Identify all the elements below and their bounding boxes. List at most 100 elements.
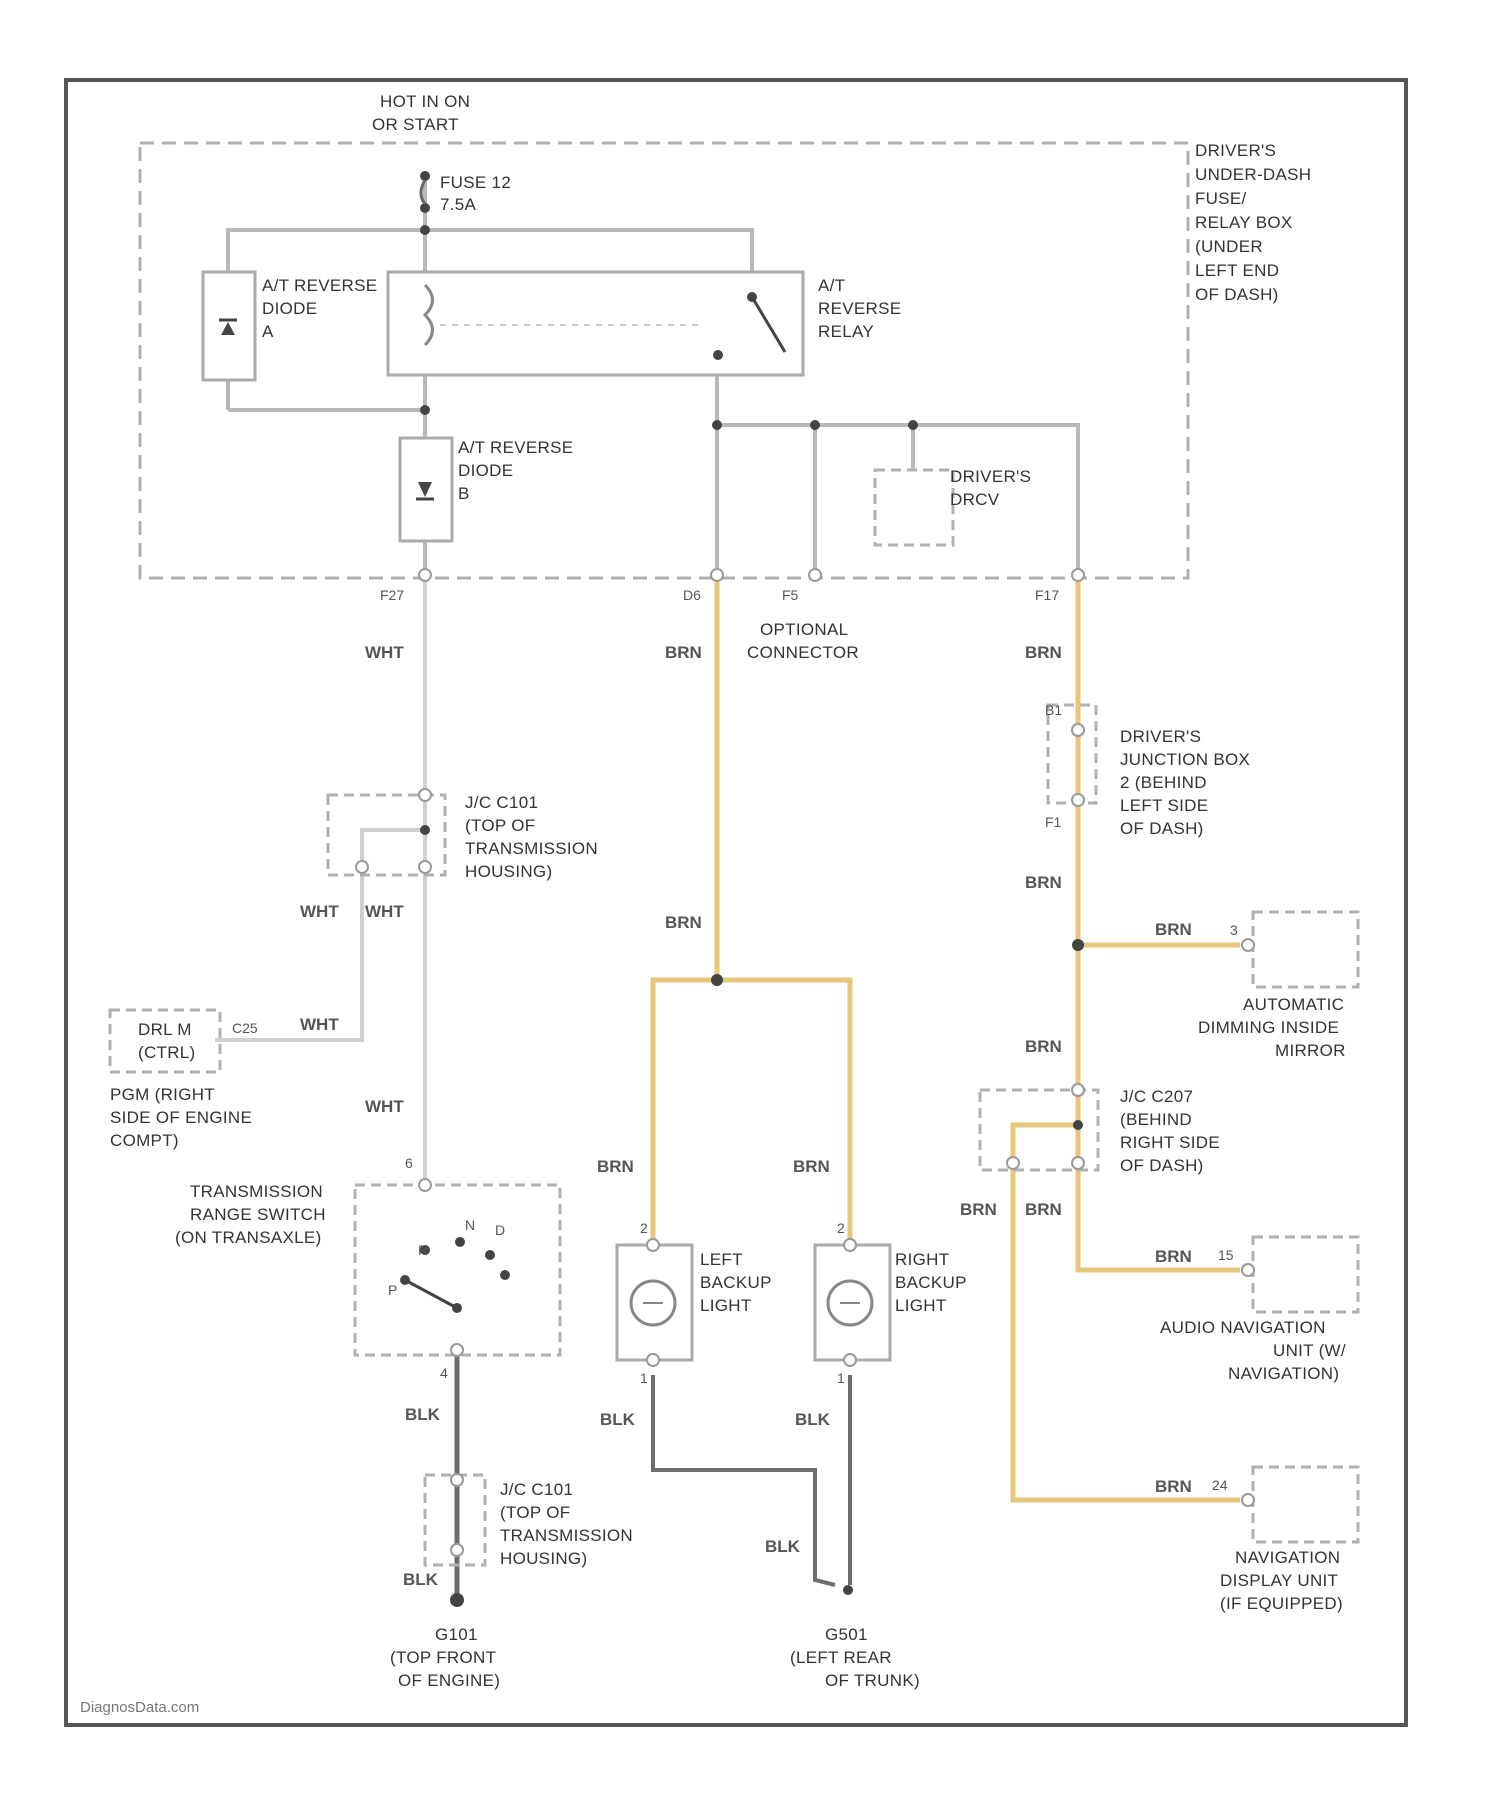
wire-color-brn-1: BRN (665, 643, 702, 662)
pin-f1: F1 (1045, 814, 1062, 830)
audio-nav-pin-connector (1242, 1264, 1254, 1276)
svg-text:REVERSE: REVERSE (818, 299, 901, 318)
svg-text:OF DASH): OF DASH) (1195, 285, 1279, 304)
svg-text:LIGHT: LIGHT (700, 1296, 752, 1315)
wire-color-brn-3: BRN (665, 913, 702, 932)
svg-text:B: B (458, 484, 470, 503)
power-source-line1: HOT IN ON (380, 92, 470, 111)
power-source-line2: OR START (372, 115, 459, 134)
svg-text:A/T: A/T (818, 276, 845, 295)
audio-nav-label: AUDIO NAVIGATION UNIT (W/ NAVIGATION) (1160, 1318, 1346, 1383)
svg-text:(TOP FRONT: (TOP FRONT (390, 1648, 496, 1667)
range-switch-label: TRANSMISSION RANGE SWITCH (ON TRANSAXLE) (175, 1182, 326, 1247)
wire-color-wht-1: WHT (365, 643, 404, 662)
right-backup-pin-2: 2 (837, 1220, 845, 1236)
left-backup-light (617, 1239, 692, 1366)
svg-text:UNDER-DASH: UNDER-DASH (1195, 165, 1311, 184)
wire-color-brn-9: BRN (960, 1200, 997, 1219)
wire-brn-nav-display (1013, 1125, 1240, 1500)
svg-text:DRL M: DRL M (138, 1020, 192, 1039)
pgm-location-label: PGM (RIGHT SIDE OF ENGINE COMPT) (110, 1085, 252, 1150)
svg-text:(LEFT REAR: (LEFT REAR (790, 1648, 892, 1667)
svg-text:OF ENGINE): OF ENGINE) (398, 1671, 500, 1690)
jc-c101-top-label: J/C C101 (TOP OF TRANSMISSION HOUSING) (465, 793, 598, 881)
svg-text:DIODE: DIODE (458, 461, 513, 480)
audio-nav-pin-15: 15 (1218, 1247, 1234, 1263)
svg-text:DIODE: DIODE (262, 299, 317, 318)
svg-text:HOUSING): HOUSING) (500, 1549, 587, 1568)
wire-brn-right-backup (717, 980, 850, 1245)
mirror-pin-3: 3 (1230, 922, 1238, 938)
svg-text:JUNCTION BOX: JUNCTION BOX (1120, 750, 1250, 769)
wire-color-brn-10: BRN (1025, 1200, 1062, 1219)
svg-text:FUSE/: FUSE/ (1195, 189, 1247, 208)
svg-text:(CTRL): (CTRL) (138, 1043, 196, 1062)
jc-c101-bottom-label: J/C C101 (TOP OF TRANSMISSION HOUSING) (500, 1480, 633, 1568)
svg-text:RIGHT: RIGHT (895, 1250, 949, 1269)
left-backup-label: LEFT BACKUP LIGHT (700, 1250, 772, 1315)
svg-text:HOUSING): HOUSING) (465, 862, 552, 881)
wire-color-brn-8: BRN (1025, 1037, 1062, 1056)
svg-text:J/C C207: J/C C207 (1120, 1087, 1193, 1106)
range-pos-n: N (465, 1217, 475, 1233)
svg-text:(IF EQUIPPED): (IF EQUIPPED) (1220, 1594, 1343, 1613)
svg-text:PGM (RIGHT: PGM (RIGHT (110, 1085, 215, 1104)
auto-dimming-label: AUTOMATIC DIMMING INSIDE MIRROR (1198, 995, 1346, 1060)
mirror-pin-connector (1242, 939, 1254, 951)
wire-color-wht-2: WHT (300, 902, 339, 921)
relay-label: A/T REVERSE RELAY (818, 276, 901, 341)
pin-f27: F27 (380, 587, 404, 603)
svg-text:(BEHIND: (BEHIND (1120, 1110, 1192, 1129)
svg-text:LEFT SIDE: LEFT SIDE (1120, 796, 1208, 815)
pin-4: 4 (440, 1365, 448, 1381)
svg-text:DIMMING INSIDE: DIMMING INSIDE (1198, 1018, 1339, 1037)
svg-text:A/T REVERSE: A/T REVERSE (458, 438, 573, 457)
wire-color-brn-4: BRN (597, 1157, 634, 1176)
wire-color-blk-4: BLK (765, 1537, 801, 1556)
optional-connector-label: OPTIONAL CONNECTOR (747, 620, 859, 662)
wire-color-blk-3: BLK (795, 1410, 831, 1429)
fuse-label-2: 7.5A (440, 195, 477, 214)
ground-g501: G501 (LEFT REAR OF TRUNK) (790, 1585, 920, 1690)
wire-color-blk-5: BLK (403, 1570, 439, 1589)
diode-b-label: A/T REVERSE DIODE B (458, 438, 573, 503)
svg-text:DRIVER'S: DRIVER'S (1195, 141, 1276, 160)
junction-dots (420, 225, 1084, 1607)
nav-display-unit-box (1253, 1467, 1358, 1542)
reverse-relay (388, 272, 803, 375)
nav-display-label: NAVIGATION DISPLAY UNIT (IF EQUIPPED) (1220, 1548, 1343, 1613)
svg-text:RIGHT SIDE: RIGHT SIDE (1120, 1133, 1220, 1152)
svg-text:COMPT): COMPT) (110, 1131, 179, 1150)
wire-color-brn-2: BRN (1025, 643, 1062, 662)
wire-color-blk-2: BLK (600, 1410, 636, 1429)
range-pos-d: D (495, 1222, 505, 1238)
svg-text:AUTOMATIC: AUTOMATIC (1243, 995, 1344, 1014)
svg-text:RELAY: RELAY (818, 322, 874, 341)
pin-d6: D6 (683, 587, 701, 603)
svg-text:(TOP OF: (TOP OF (465, 816, 535, 835)
svg-text:DRCV: DRCV (950, 490, 1000, 509)
wire-color-wht-5: WHT (365, 1097, 404, 1116)
left-backup-pin-2: 2 (640, 1220, 648, 1236)
svg-text:RELAY BOX: RELAY BOX (1195, 213, 1293, 232)
svg-text:A/T REVERSE: A/T REVERSE (262, 276, 377, 295)
right-backup-label: RIGHT BACKUP LIGHT (895, 1250, 967, 1315)
svg-text:RANGE SWITCH: RANGE SWITCH (190, 1205, 326, 1224)
pin-6: 6 (405, 1155, 413, 1171)
svg-text:UNIT (W/: UNIT (W/ (1273, 1341, 1346, 1360)
drlm-label: DRL M (CTRL) (138, 1020, 196, 1062)
right-backup-pin-1: 1 (837, 1370, 845, 1386)
audio-nav-unit-box (1253, 1237, 1358, 1312)
pin-c25: C25 (232, 1020, 258, 1036)
left-backup-pin-1: 1 (640, 1370, 648, 1386)
junction-box-2 (1048, 705, 1096, 803)
range-switch-contacts (400, 1179, 510, 1356)
diode-b (400, 438, 452, 541)
wire-color-brn-12: BRN (1155, 1477, 1192, 1496)
source-credit: DiagnosData.com (80, 1699, 199, 1716)
wire-color-brn-11: BRN (1155, 1247, 1192, 1266)
svg-text:MIRROR: MIRROR (1275, 1041, 1346, 1060)
svg-text:BACKUP: BACKUP (895, 1273, 967, 1292)
